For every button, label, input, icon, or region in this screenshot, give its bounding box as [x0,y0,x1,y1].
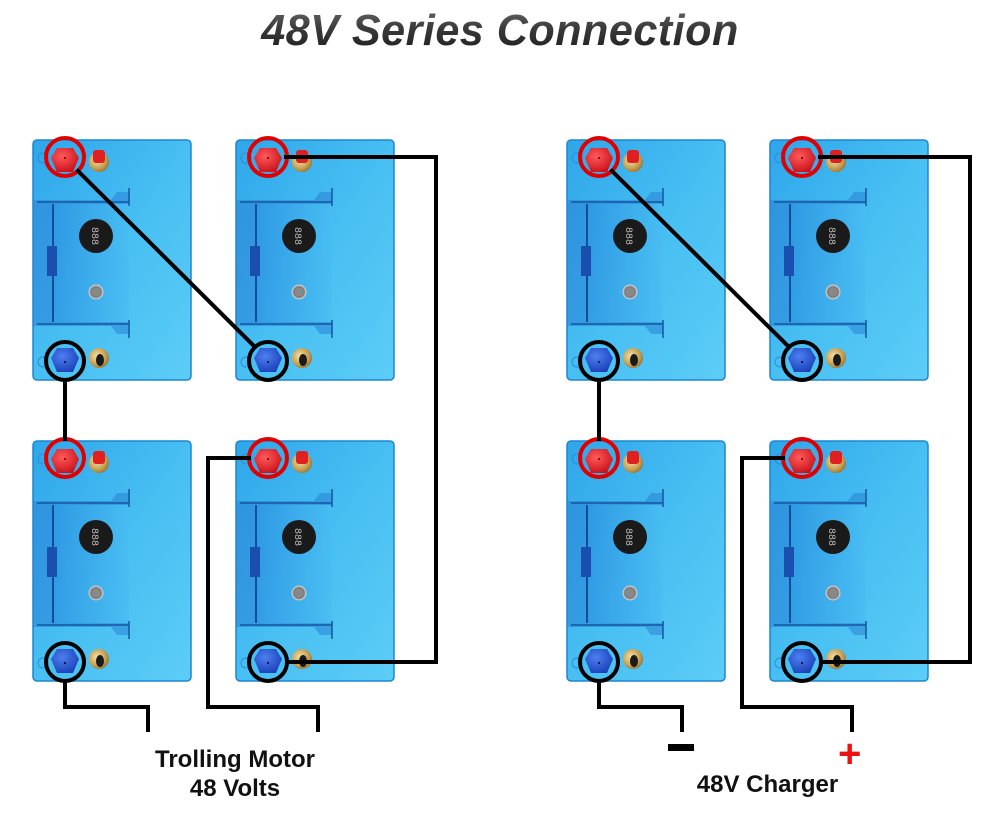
diagram-title: 48V Series Connection [10,6,990,56]
positive-symbol: + [838,732,862,776]
negative-symbol [668,744,694,751]
charger-bank [566,136,972,732]
wire-negative-out [597,679,684,732]
negative-terminal-ring [247,340,289,382]
trolling-motor-label-line1: Trolling Motor [155,746,315,773]
wire-positive-out [206,456,320,732]
trolling-motor-label: Trolling Motor 48 Volts [130,745,340,803]
wire-diagonal [609,168,792,350]
positive-terminal-ring [578,136,620,178]
positive-terminal-ring [44,136,86,178]
charger-label: 48V Charger [696,771,839,798]
trolling-motor-bank [32,136,438,732]
wire-loop-right [284,155,438,664]
wire-positive-out [740,456,854,732]
trolling-motor-label-line2: 48 Volts [189,775,281,802]
negative-terminal-ring [781,340,823,382]
wire-negative-out [63,679,150,732]
wire-loop-right [818,155,972,664]
wire-diagonal [75,168,258,350]
